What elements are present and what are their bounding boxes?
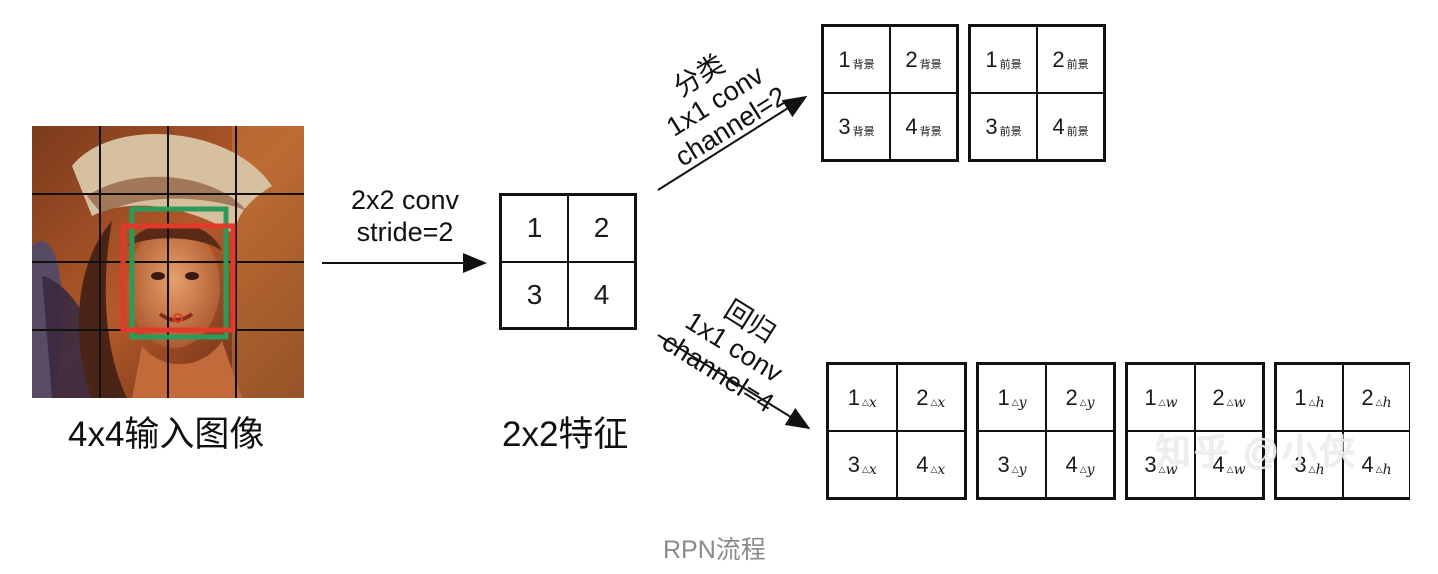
conv-label: 2x2 conv stride=2 <box>335 184 475 248</box>
input-caption: 4x4输入图像 <box>68 415 265 454</box>
reg-map-dw: 1△w 2△w 3△w 4△w <box>1125 362 1265 500</box>
conv-stride-label: stride=2 <box>356 217 454 247</box>
reg-cell: 1△x <box>828 364 897 431</box>
anchor-center-point <box>173 313 183 323</box>
reg-map-dy: 1△y 2△y 3△y 4△y <box>976 362 1116 500</box>
cls-arrow <box>657 95 808 191</box>
input-image <box>32 126 304 398</box>
watermark: 知乎 @小侠 <box>1155 431 1358 472</box>
reg-cell: 3△x <box>828 431 897 498</box>
anchor-box-green <box>129 206 229 340</box>
reg-cell: 4△x <box>896 431 965 498</box>
reg-cell: 1△w <box>1127 364 1195 431</box>
reg-cell: 2△x <box>896 364 965 431</box>
reg-cell: 4△y <box>1046 431 1114 498</box>
reg-cell: 3△h <box>1276 431 1343 498</box>
reg-cell: 3△w <box>1127 431 1195 498</box>
anchor-box-red <box>120 223 236 333</box>
feature-cell: 3 <box>501 261 568 328</box>
feature-cell: 1 <box>501 195 568 262</box>
reg-cell: 4△w <box>1195 431 1263 498</box>
reg-cell: 3△y <box>978 431 1046 498</box>
reg-map-dx: 1△x 2△x 3△x 4△x <box>826 362 967 500</box>
portrait-illustration <box>32 126 304 398</box>
reg-cell: 2△w <box>1195 364 1263 431</box>
figure-caption: RPN流程 <box>663 536 766 564</box>
feature-cell: 4 <box>568 261 635 328</box>
reg-cell: 4△h <box>1343 431 1410 498</box>
reg-cell: 1△h <box>1276 364 1343 431</box>
feature-caption: 2x2特征 <box>502 415 629 454</box>
conv-kernel-label: 2x2 conv <box>350 185 460 215</box>
feature-map: 1 2 3 4 <box>499 193 637 330</box>
reg-map-dh: 1△h 2△h 3△h 4△h <box>1274 362 1410 500</box>
reg-arrow <box>657 334 811 430</box>
reg-cell: 1△y <box>978 364 1046 431</box>
reg-cell: 2△y <box>1046 364 1114 431</box>
reg-cell: 2△h <box>1343 364 1410 431</box>
feature-cell: 2 <box>568 195 635 262</box>
